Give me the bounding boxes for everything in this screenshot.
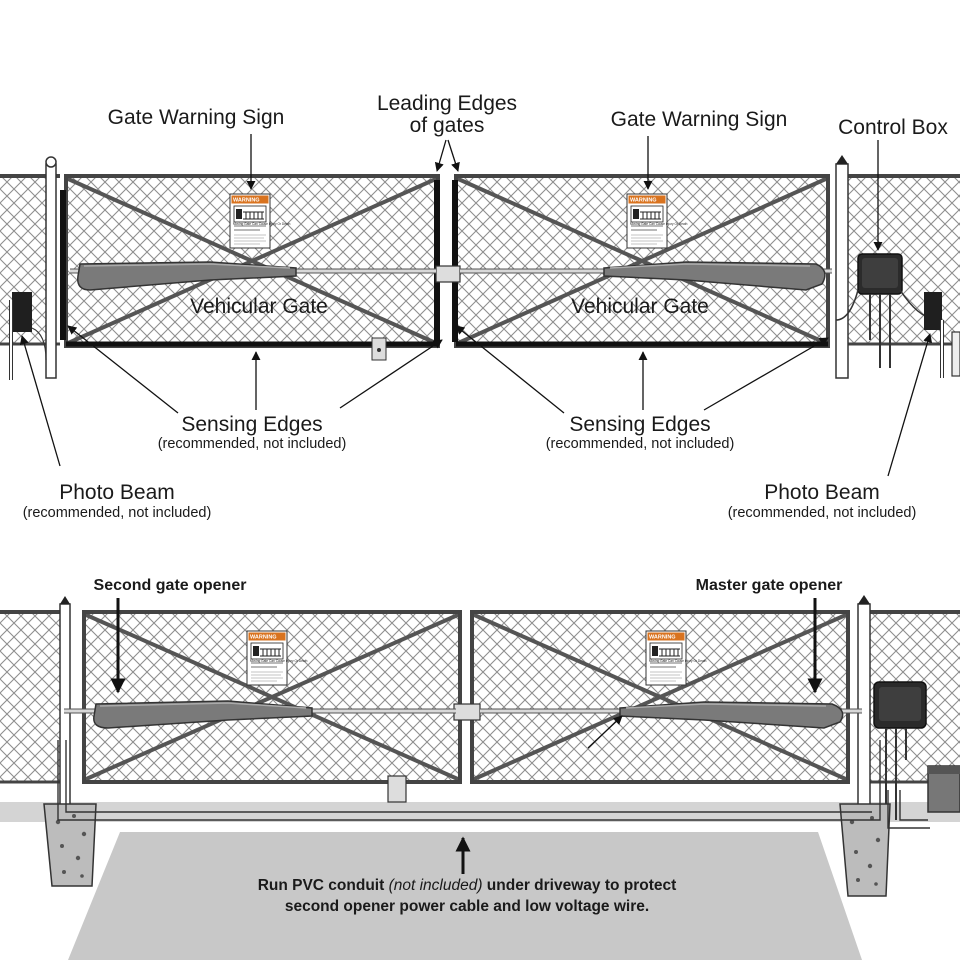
warning-sign-bottom-left: WARNING Moving Gate Can Cause Injury Or … (246, 630, 308, 686)
left-fence-bottom (0, 614, 62, 782)
left-post (45, 156, 57, 379)
label-sensing-edges-left: Sensing Edges (181, 413, 322, 436)
svg-text:WARNING: WARNING (649, 635, 676, 641)
battery-box (927, 765, 960, 813)
label-vehicular-gate-right: Vehicular Gate (571, 295, 709, 318)
right-gate-leaf (452, 174, 830, 348)
bottom-center-latch (453, 703, 481, 721)
warning-sign-right: WARNING Moving Gate Can Cause Injury Or … (626, 193, 688, 249)
label-photo-beam-right-note: (recommended, not included) (728, 505, 917, 521)
label-sensing-edges-right-note: (recommended, not included) (546, 436, 735, 452)
right-post (835, 155, 849, 379)
label-gate-warning-sign-right: Gate Warning Sign (611, 108, 788, 131)
left-post-bottom (59, 596, 71, 811)
svg-text:WARNING: WARNING (630, 198, 657, 204)
svg-text:Moving Gate Can Cause Injury O: Moving Gate Can Cause Injury Or Death (233, 222, 291, 226)
label-leading-edges-line1: Leading Edges (377, 92, 517, 115)
label-second-gate-opener: Second gate opener (94, 577, 247, 594)
label-conduit-line2: second opener power cable and low voltag… (285, 898, 649, 915)
label-sensing-edges-right: Sensing Edges (569, 413, 710, 436)
svg-text:Moving Gate Can Cause Injury O: Moving Gate Can Cause Injury Or Death (630, 222, 688, 226)
label-sensing-edges-left-note: (recommended, not included) (158, 436, 347, 452)
warning-sign-bottom-right: WARNING Moving Gate Can Cause Injury Or … (645, 630, 707, 686)
label-photo-beam-right: Photo Beam (764, 481, 880, 504)
bottom-diagram: WARNING Moving Gate Can Cause Injury Or … (0, 577, 960, 960)
left-gate-opener (70, 261, 436, 291)
label-photo-beam-left-note: (recommended, not included) (23, 505, 212, 521)
left-photo-beam (9, 292, 47, 380)
right-gate-opener (460, 261, 832, 291)
right-concrete-footing (839, 803, 891, 897)
svg-text:WARNING: WARNING (233, 198, 260, 204)
right-post-bottom (857, 595, 871, 811)
svg-text:Moving Gate Can Cause Injury O: Moving Gate Can Cause Injury Or Death (649, 659, 707, 663)
label-leading-edges-line2: of gates (410, 114, 485, 137)
label-control-box: Control Box (838, 116, 948, 139)
left-concrete-footing (43, 803, 97, 887)
label-photo-beam-left: Photo Beam (59, 481, 175, 504)
label-master-gate-opener: Master gate opener (696, 577, 843, 594)
top-diagram: WARNING Moving Gate Can Cause Injury Or … (0, 92, 960, 521)
gate-stop (387, 775, 407, 803)
bottom-pointer-arrows (110, 598, 823, 874)
label-gate-warning-sign-left: Gate Warning Sign (108, 106, 285, 129)
center-latch (435, 265, 461, 283)
driveway (68, 832, 862, 960)
top-pointer-arrows (19, 134, 933, 477)
control-box (835, 253, 937, 368)
right-photo-beam (924, 292, 960, 378)
pvc-conduit (57, 740, 930, 829)
svg-text:Moving Gate Can Cause Injury O: Moving Gate Can Cause Injury Or Death (250, 659, 308, 663)
bottom-control-box (873, 681, 927, 820)
master-gate-opener (480, 701, 862, 729)
second-gate-opener (64, 700, 456, 729)
warning-sign-left: WARNING Moving Gate Can Cause Injury Or … (229, 193, 291, 249)
svg-text:WARNING: WARNING (250, 635, 277, 641)
label-vehicular-gate-left: Vehicular Gate (190, 295, 328, 318)
label-conduit-line1: Run PVC conduit (not included) under dri… (258, 877, 677, 894)
